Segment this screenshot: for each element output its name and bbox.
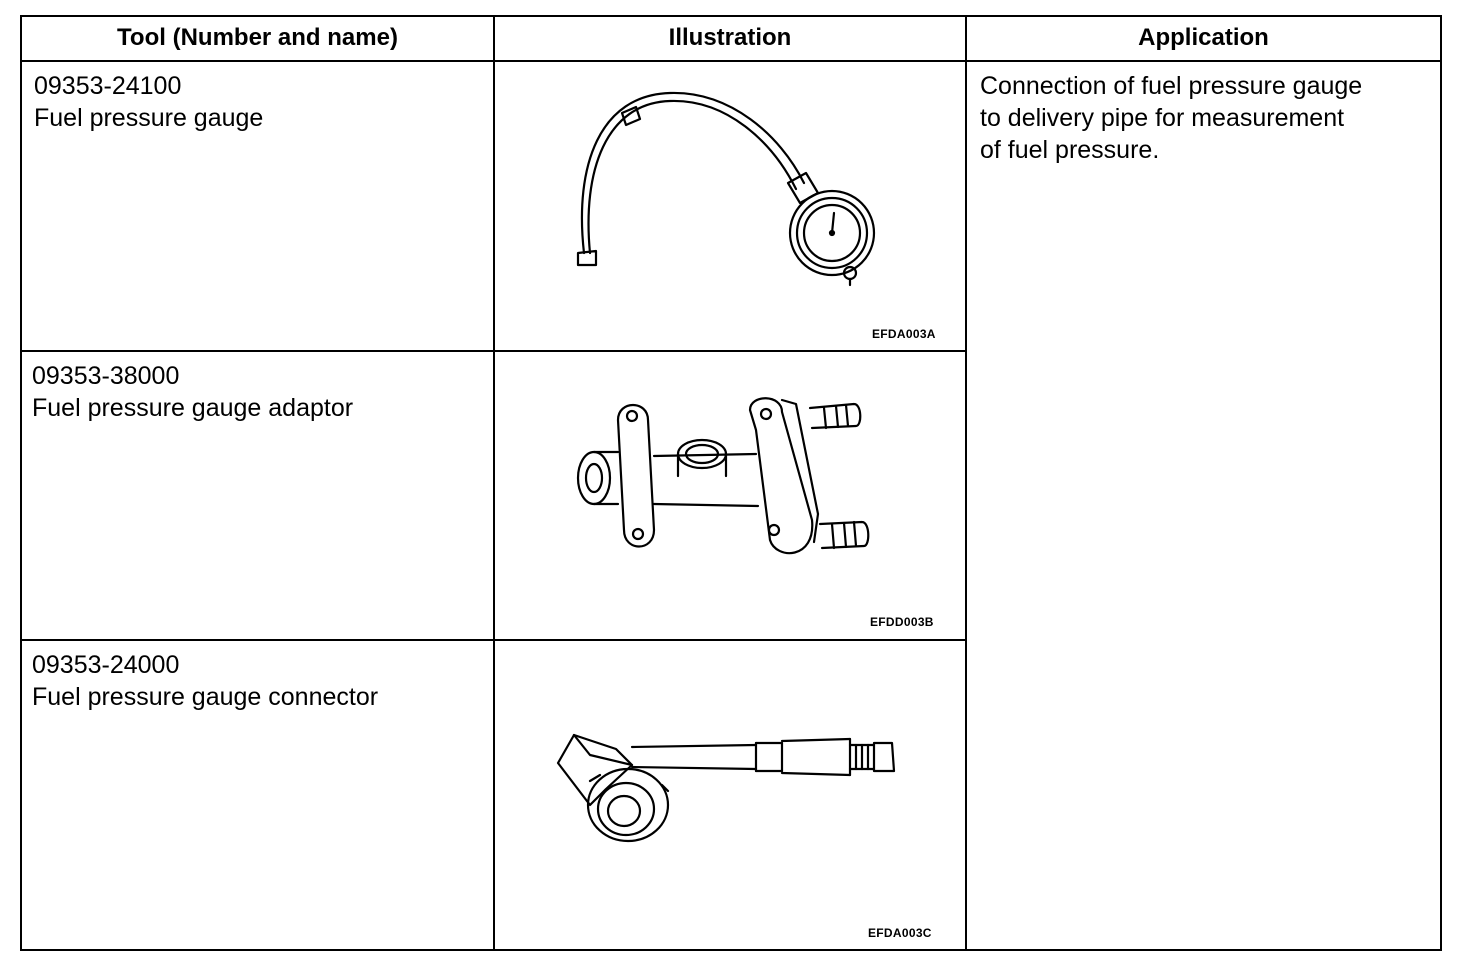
row-divider: [20, 639, 967, 641]
table-row: 09353-24100 Fuel pressure gauge: [34, 70, 263, 134]
tool-name: Fuel pressure gauge connector: [32, 683, 379, 711]
application-line: of fuel pressure.: [980, 136, 1160, 164]
fuel-pressure-gauge-adaptor-icon: [576, 397, 870, 555]
illustration-code: EFDD003B: [870, 615, 934, 629]
header-tool: Tool (Number and name): [117, 24, 398, 51]
application-text: Connection of fuel pressure gauge to del…: [980, 70, 1430, 166]
header-illustration: Illustration: [668, 24, 792, 51]
column-divider: [965, 15, 967, 951]
tool-name: Fuel pressure gauge: [34, 104, 264, 132]
tool-number: 09353-24100: [34, 72, 182, 100]
header-divider: [20, 60, 1442, 62]
illustration-code: EFDA003C: [868, 926, 932, 940]
row-divider: [20, 350, 967, 352]
fuel-pressure-gauge-icon: [576, 91, 876, 287]
table-row: 09353-24000 Fuel pressure gauge connecto…: [32, 649, 378, 713]
illustration-code: EFDA003A: [872, 327, 936, 341]
fuel-pressure-gauge-connector-icon: [556, 733, 896, 843]
header-application: Application: [1138, 24, 1269, 51]
tool-number: 09353-38000: [32, 362, 180, 390]
tool-table: [20, 15, 1442, 951]
application-line: Connection of fuel pressure gauge: [980, 72, 1363, 100]
table-row: 09353-38000 Fuel pressure gauge adaptor: [32, 360, 353, 424]
tool-number: 09353-24000: [32, 651, 180, 679]
tool-name: Fuel pressure gauge adaptor: [32, 394, 354, 422]
column-divider: [493, 15, 495, 951]
application-line: to delivery pipe for measurement: [980, 104, 1345, 132]
